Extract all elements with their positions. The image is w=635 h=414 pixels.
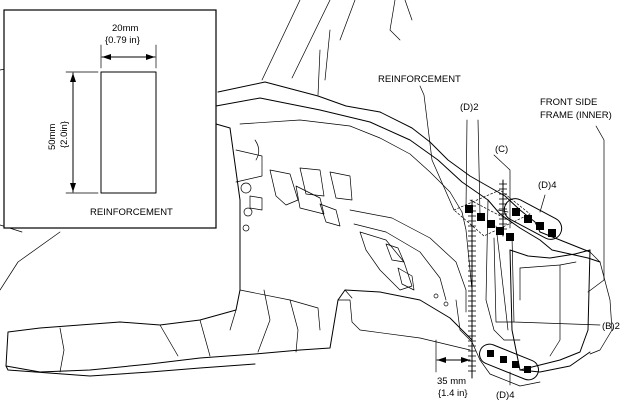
front-side-frame-label-1: FRONT SIDE: [540, 97, 597, 108]
weld-spots: [465, 205, 556, 373]
weld-spot: [500, 356, 507, 363]
c-label: (C): [495, 144, 508, 155]
weld-spot: [512, 361, 519, 368]
inset-reinforcement-label: REINFORCEMENT: [90, 207, 173, 218]
front-side-frame-label-2: FRAME (INNER): [540, 110, 612, 121]
dim-35-inch-label: {1.4 in}: [438, 388, 468, 399]
dim-35-label: 35 mm: [437, 376, 466, 387]
weld-spot: [477, 213, 485, 221]
weld-spot: [524, 366, 531, 373]
d4-bottom-label: (D)4: [496, 390, 514, 401]
dimension-35mm: 35 mm {1.4 in}: [435, 339, 471, 399]
cut-line-left: [468, 199, 476, 379]
width-dim-label: 20mm: [112, 23, 138, 34]
weld-spot: [487, 220, 495, 228]
d2-label: (D)2: [460, 102, 478, 113]
weld-spot: [465, 205, 473, 213]
weld-spot: [524, 215, 532, 223]
reinforcement-plate: [100, 71, 157, 194]
inset-detail: 20mm {0.79 in} 50mm {2.0in} REINFORCEMEN…: [3, 9, 217, 229]
weld-spot: [512, 208, 520, 216]
frame-structure: [0, 0, 613, 387]
weld-group-outlines: [479, 198, 563, 381]
width-dim-inch-label: {0.79 in}: [105, 35, 140, 46]
leader-lines: [419, 85, 605, 386]
reinforcement-band: [453, 189, 531, 237]
cut-line-right: [499, 179, 507, 237]
b2-label: (B)2: [602, 321, 620, 332]
weld-spot: [487, 350, 494, 357]
weld-spot: [496, 227, 504, 235]
weld-spot: [536, 222, 544, 230]
height-dim-label: 50mm: [47, 124, 58, 150]
weld-spot: [506, 233, 514, 241]
weld-spot: [548, 229, 556, 237]
d4-top-label: (D)4: [538, 180, 556, 191]
reinforcement-label: REINFORCEMENT: [378, 74, 461, 85]
height-dim-inch-label: {2.0in}: [59, 121, 70, 148]
labels: REINFORCEMENT (D)2 FRONT SIDE FRAME (INN…: [378, 74, 620, 401]
